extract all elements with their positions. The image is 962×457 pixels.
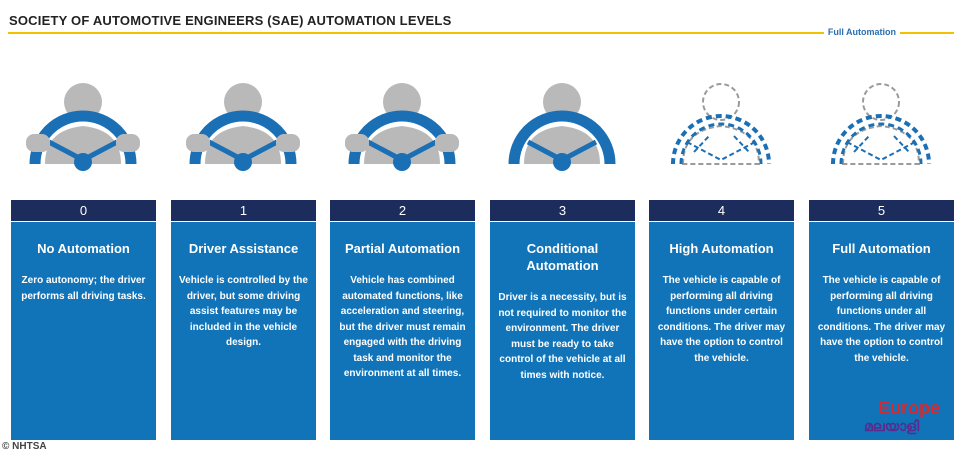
level-number: 5 [809, 200, 954, 221]
level-name: High Automation [669, 241, 774, 256]
level-description: Driver is a necessity, but is not requir… [498, 292, 627, 381]
level-column-3: 3 Conditional Automation Driver is a nec… [490, 0, 635, 457]
driver-figure-icon [490, 72, 635, 172]
driver-figure-icon [171, 72, 316, 172]
level-name: No Automation [37, 241, 130, 256]
level-column-0: 0 No Automation Zero autonomy; the drive… [11, 0, 156, 457]
driver-figure-icon [809, 72, 954, 172]
watermark-line2: മലയാളി [864, 418, 920, 434]
full-automation-marker: Full Automation [823, 27, 900, 37]
level-description: Vehicle has combined automated functions… [339, 275, 466, 379]
level-name: Conditional Automation [526, 241, 599, 273]
level-description: Vehicle is controlled by the driver, but… [179, 275, 308, 348]
level-card: Partial Automation Vehicle has combined … [330, 222, 475, 440]
level-number: 4 [649, 200, 794, 221]
level-name: Driver Assistance [188, 241, 299, 256]
driver-figure-icon [330, 72, 475, 172]
level-card: No Automation Zero autonomy; the driver … [11, 222, 156, 440]
level-card: Conditional Automation Driver is a neces… [490, 222, 635, 440]
level-name: Full Automation [832, 241, 931, 256]
image-credit: © NHTSA [2, 441, 47, 452]
level-column-1: 1 Driver Assistance Vehicle is controlle… [171, 0, 316, 457]
full-automation-rule [8, 32, 954, 34]
driver-figure-icon [649, 72, 794, 172]
level-card: Driver Assistance Vehicle is controlled … [171, 222, 316, 440]
level-column-2: 2 Partial Automation Vehicle has combine… [330, 0, 475, 457]
watermark-line1: Europe [878, 398, 941, 418]
level-number: 0 [11, 200, 156, 221]
level-description: The vehicle is capable of performing all… [657, 275, 786, 364]
level-number: 1 [171, 200, 316, 221]
level-card: High Automation The vehicle is capable o… [649, 222, 794, 440]
page-title: SOCIETY OF AUTOMOTIVE ENGINEERS (SAE) AU… [9, 13, 452, 28]
level-card: Full Automation The vehicle is capable o… [809, 222, 954, 440]
level-number: 2 [330, 200, 475, 221]
watermark-logo: Europe മലയാളി [858, 380, 958, 450]
driver-figure-icon [11, 72, 156, 172]
level-number: 3 [490, 200, 635, 221]
level-column-4: 4 High Automation The vehicle is capable… [649, 0, 794, 457]
level-description: The vehicle is capable of performing all… [817, 275, 946, 364]
level-column-5: 5 Full Automation The vehicle is capable… [809, 0, 954, 457]
level-name: Partial Automation [344, 241, 461, 256]
level-description: Zero autonomy; the driver performs all d… [21, 275, 146, 302]
